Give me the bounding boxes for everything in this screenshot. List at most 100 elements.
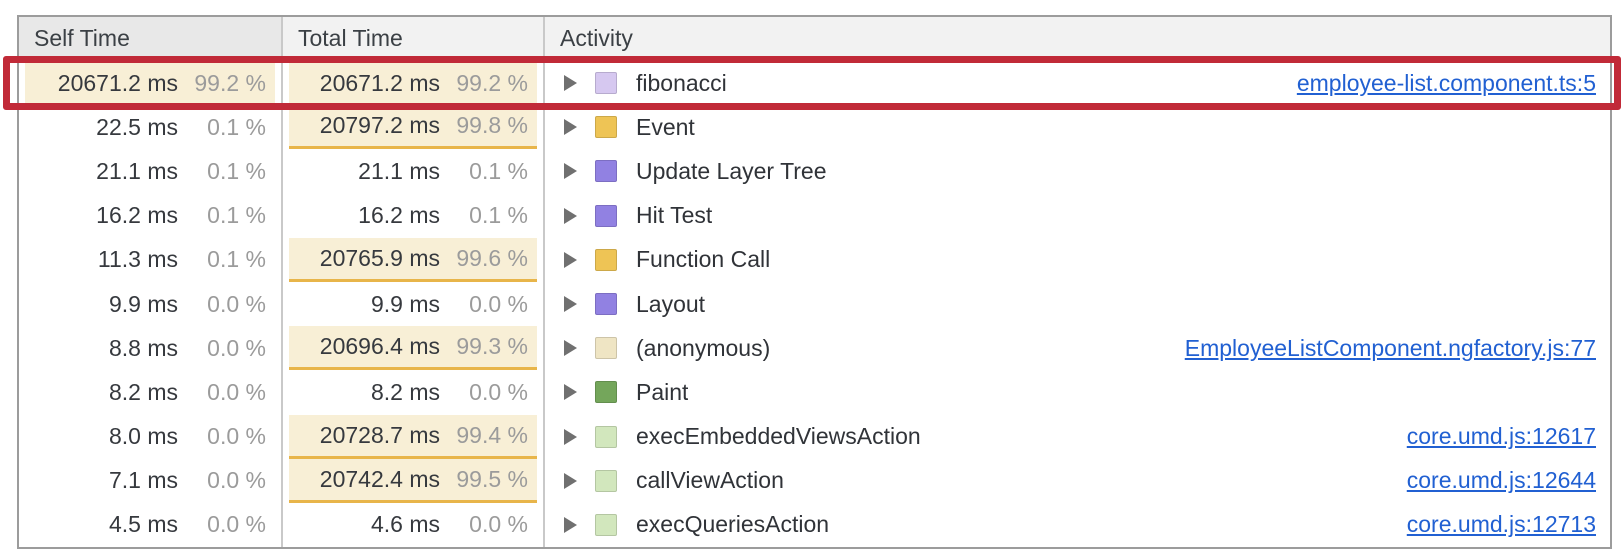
total-time-percent: 99.3 % [456,333,528,360]
activity-label: Event [636,113,695,140]
table-row[interactable]: 16.2 ms 0.1 % 16.2 ms 0.1 % Hit Test [19,193,1610,238]
total-time-cell: 20742.4 ms 99.5 % [283,458,545,503]
self-time-percent: 0.0 % [207,467,266,494]
js-frame-swatch-icon [595,513,617,536]
self-time-cell: 22.5 ms 0.1 % [19,105,283,150]
table-row[interactable]: 7.1 ms 0.0 % 20742.4 ms 99.5 % callViewA… [19,458,1610,503]
total-time-percent: 0.0 % [469,378,528,405]
table-row[interactable]: 11.3 ms 0.1 % 20765.9 ms 99.6 % Function… [19,237,1610,282]
scripting-swatch-icon [595,248,617,271]
self-time-value: 16.2 ms [96,202,178,229]
activity-label: fibonacci [636,69,727,96]
self-time-cell: 9.9 ms 0.0 % [19,281,283,327]
total-time-percent: 0.1 % [469,202,528,229]
activity-cell: Event [545,105,1610,149]
disclosure-triangle-icon[interactable] [564,75,577,92]
total-time-value: 20797.2 ms [319,112,440,139]
self-time-value: 11.3 ms [97,246,178,273]
activity-label: execQueriesAction [636,511,830,538]
activity-cell: fibonacci employee-list.component.ts:5 [545,61,1610,105]
total-time-percent: 0.0 % [469,290,528,317]
self-time-cell: 8.0 ms 0.0 % [19,414,283,459]
self-time-cell: 16.2 ms 0.1 % [19,193,283,238]
total-time-percent: 99.6 % [456,244,528,271]
disclosure-triangle-icon[interactable] [564,251,577,268]
self-time-cell: 20671.2 ms 99.2 % [19,61,283,106]
total-time-value: 20728.7 ms [319,421,440,448]
table-row[interactable]: 20671.2 ms 99.2 % 20671.2 ms 99.2 % fibo… [19,61,1610,106]
self-time-percent: 0.0 % [207,378,266,405]
disclosure-triangle-icon[interactable] [564,516,577,533]
table-row[interactable]: 4.5 ms 0.0 % 4.6 ms 0.0 % execQueriesAct… [19,502,1610,548]
total-time-cell: 16.2 ms 0.1 % [283,193,545,238]
self-time-value: 7.1 ms [108,467,178,494]
total-time-percent: 99.2 % [456,69,528,96]
self-time-value: 20671.2 ms [57,69,178,96]
self-time-percent: 0.0 % [207,334,266,361]
rendering-swatch-icon [595,293,617,316]
disclosure-triangle-icon[interactable] [564,207,577,224]
disclosure-triangle-icon[interactable] [564,472,577,489]
total-time-cell: 20728.7 ms 99.4 % [283,414,545,459]
activity-label: Hit Test [636,202,713,229]
activity-cell: execEmbeddedViewsAction core.umd.js:1261… [545,415,1610,459]
js-frame-swatch-icon [595,72,617,95]
self-time-percent: 0.1 % [207,113,266,140]
self-time-value: 22.5 ms [96,113,178,140]
total-time-cell: 20696.4 ms 99.3 % [283,326,545,371]
source-location-link[interactable]: core.umd.js:12644 [1406,467,1596,494]
total-time-value: 4.6 ms [370,511,440,538]
disclosure-triangle-icon[interactable] [564,428,577,445]
disclosure-triangle-icon[interactable] [564,340,577,357]
self-time-value: 4.5 ms [108,511,178,538]
self-time-value: 21.1 ms [96,157,178,184]
source-location-link[interactable]: EmployeeListComponent.ngfactory.js:77 [1184,334,1596,361]
activity-cell: Layout [545,282,1610,326]
total-time-percent: 99.4 % [456,421,528,448]
table-row[interactable]: 21.1 ms 0.1 % 21.1 ms 0.1 % Update Layer… [19,149,1610,194]
js-frame-swatch-icon [595,425,617,448]
column-header-self-time[interactable]: Self Time [19,17,283,60]
disclosure-triangle-icon[interactable] [564,163,577,180]
self-time-percent: 99.2 % [194,69,266,96]
self-time-cell: 8.8 ms 0.0 % [19,326,283,371]
total-time-cell: 4.6 ms 0.0 % [283,502,545,548]
source-location-link[interactable]: employee-list.component.ts:5 [1296,69,1596,96]
column-header-total-time[interactable]: Total Time [283,17,545,60]
disclosure-triangle-icon[interactable] [564,384,577,401]
js-frame-swatch-icon [595,469,617,492]
source-location-link[interactable]: core.umd.js:12713 [1406,511,1596,538]
self-time-percent: 0.0 % [207,290,266,317]
total-time-value: 9.9 ms [370,290,440,317]
call-tree-table: Self Time Total Time Activity 20671.2 ms… [17,15,1612,549]
total-time-percent: 99.8 % [456,112,528,139]
table-row[interactable]: 8.0 ms 0.0 % 20728.7 ms 99.4 % execEmbed… [19,414,1610,459]
activity-label: Function Call [636,246,771,273]
activity-cell: callViewAction core.umd.js:12644 [545,459,1610,503]
table-row[interactable]: 8.8 ms 0.0 % 20696.4 ms 99.3 % (anonymou… [19,326,1610,371]
self-time-value: 9.9 ms [108,290,178,317]
total-time-cell: 21.1 ms 0.1 % [283,149,545,194]
activity-label: Update Layer Tree [636,157,827,184]
table-header: Self Time Total Time Activity [19,17,1610,61]
self-time-percent: 0.0 % [207,511,266,538]
disclosure-triangle-icon[interactable] [564,119,577,136]
scripting-swatch-icon [595,116,617,139]
total-time-value: 20696.4 ms [319,333,440,360]
rendering-swatch-icon [595,204,617,227]
column-header-activity[interactable]: Activity [560,25,633,51]
total-time-value: 20742.4 ms [319,465,440,492]
activity-cell: (anonymous) EmployeeListComponent.ngfact… [545,326,1610,370]
table-row[interactable]: 9.9 ms 0.0 % 9.9 ms 0.0 % Layout [19,281,1610,327]
self-time-percent: 0.1 % [207,246,266,273]
table-row[interactable]: 22.5 ms 0.1 % 20797.2 ms 99.8 % Event [19,105,1610,150]
disclosure-triangle-icon[interactable] [564,296,577,313]
total-time-cell: 20671.2 ms 99.2 % [283,61,545,106]
table-row[interactable]: 8.2 ms 0.0 % 8.2 ms 0.0 % Paint [19,370,1610,415]
painting-swatch-icon [595,381,617,404]
self-time-cell: 21.1 ms 0.1 % [19,149,283,194]
total-time-cell: 9.9 ms 0.0 % [283,281,545,327]
self-time-value: 8.8 ms [108,334,178,361]
total-time-cell: 8.2 ms 0.0 % [283,370,545,415]
source-location-link[interactable]: core.umd.js:12617 [1406,423,1596,450]
